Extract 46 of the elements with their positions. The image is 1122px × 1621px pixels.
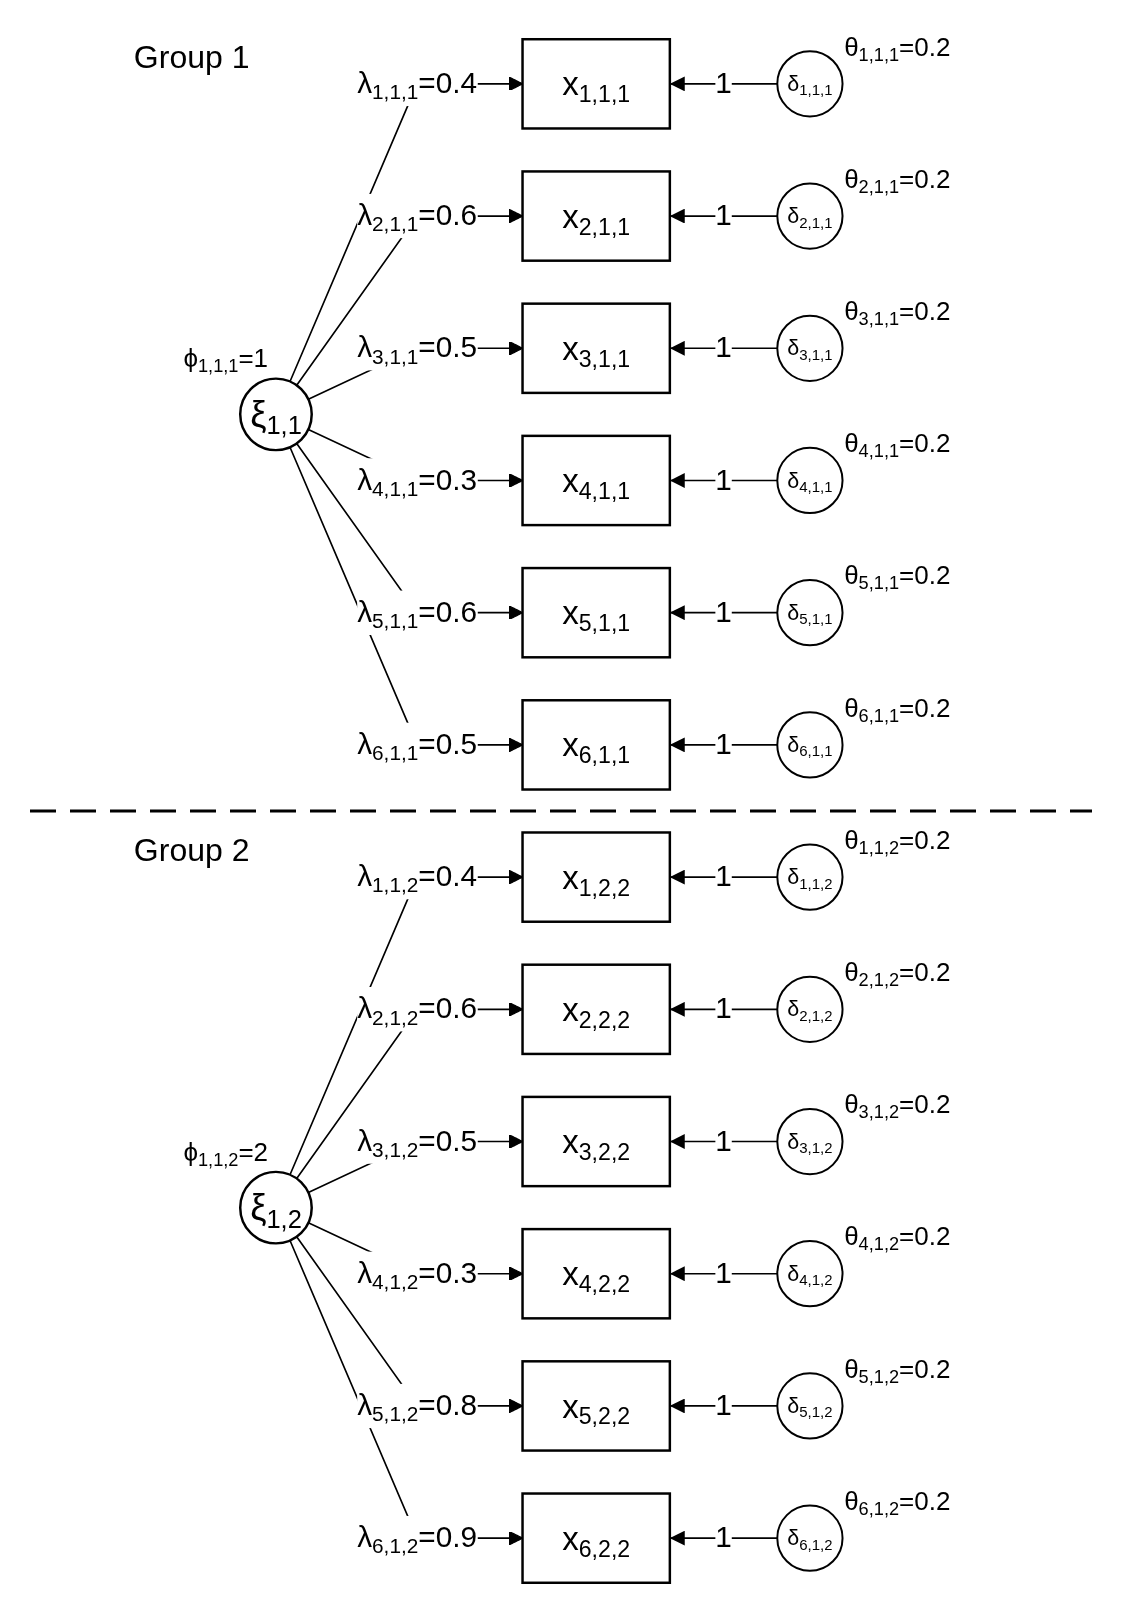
indicator-box: x$_{2,1,1}$: [520, 169, 671, 262]
indicator-box: x$_{6,2,2}$: [520, 1491, 671, 1584]
parameter-label: θ$_{6,1,1}$=0.2: [844, 693, 951, 724]
group-label: Group 1: [133, 38, 250, 76]
indicator-box: x$_{6,1,1}$: [520, 698, 671, 791]
parameter-label: θ$_{5,1,2}$=0.2: [844, 1354, 951, 1385]
error-term-circle: δ$_{4,1,1}$: [775, 446, 844, 514]
parameter-label: ϕ$_{1,1,2}$=2: [183, 1137, 269, 1168]
indicator-box: x$_{4,2,2}$: [520, 1227, 671, 1320]
error-term-circle: δ$_{1,1,1}$: [775, 49, 844, 117]
parameter-label: θ$_{2,1,2}$=0.2: [844, 958, 951, 988]
parameter-label: θ$_{1,1,2}$=0.2: [844, 825, 951, 856]
parameter-label: θ$_{3,1,1}$=0.2: [844, 296, 951, 327]
error-term-circle: δ$_{1,1,2}$: [775, 843, 844, 911]
latent-variable-circle: ξ$_{1,1}$: [238, 376, 313, 451]
indicator-box: x$_{1,1,1}$: [520, 37, 671, 130]
edge-label: λ$_{5,1,2}$=0.8: [356, 1383, 477, 1428]
error-term-circle: δ$_{6,1,2}$: [775, 1504, 844, 1572]
parameter-label: θ$_{5,1,1}$=0.2: [844, 561, 951, 592]
parameter-label: θ$_{6,1,2}$=0.2: [844, 1486, 951, 1517]
parameter-label: θ$_{3,1,2}$=0.2: [844, 1090, 951, 1121]
indicator-box: x$_{3,1,1}$: [520, 301, 671, 394]
error-term-circle: δ$_{5,1,1}$: [775, 578, 844, 646]
group-label: Group 2: [133, 831, 250, 869]
parameter-label: ϕ$_{1,1,1}$=1: [183, 344, 269, 375]
parameter-label: θ$_{4,1,2}$=0.2: [844, 1222, 951, 1253]
error-term-circle: δ$_{3,1,1}$: [775, 314, 844, 382]
parameter-label: θ$_{4,1,1}$=0.2: [844, 429, 951, 460]
indicator-box: x$_{2,2,2}$: [520, 962, 671, 1055]
indicator-box: x$_{1,2,2}$: [520, 830, 671, 923]
indicator-box: x$_{4,1,1}$: [520, 434, 671, 526]
edge-label: λ$_{2,1,2}$=0.6: [356, 986, 477, 1032]
error-term-circle: δ$_{5,1,2}$: [775, 1371, 844, 1440]
parameter-label: θ$_{2,1,1}$=0.2: [844, 164, 951, 195]
error-term-circle: δ$_{3,1,2}$: [775, 1107, 844, 1175]
indicator-box: x$_{5,1,1}$: [520, 566, 671, 659]
edge-label: λ$_{2,1,1}$=0.6: [356, 193, 477, 238]
error-term-circle: δ$_{2,1,1}$: [775, 181, 844, 250]
error-term-circle: δ$_{6,1,1}$: [775, 710, 844, 778]
edge-label: λ$_{5,1,1}$=0.6: [356, 589, 477, 635]
parameter-label: θ$_{1,1,1}$=0.2: [844, 32, 951, 63]
indicator-box: x$_{5,2,2}$: [520, 1359, 671, 1452]
error-term-circle: δ$_{2,1,2}$: [775, 975, 844, 1043]
indicator-box: x$_{3,2,2}$: [520, 1095, 671, 1187]
error-term-circle: δ$_{4,1,2}$: [775, 1239, 844, 1307]
latent-variable-circle: ξ$_{1,2}$: [238, 1170, 313, 1245]
